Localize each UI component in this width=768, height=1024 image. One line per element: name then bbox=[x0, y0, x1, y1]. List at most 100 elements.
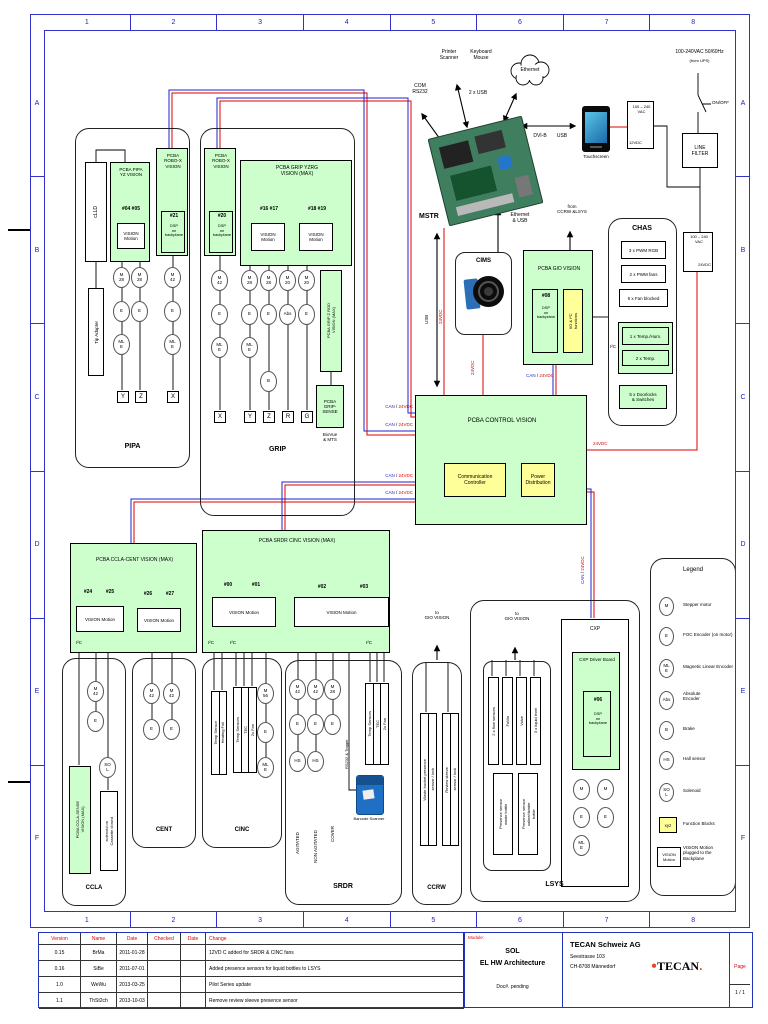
function-block-symbol: xyz bbox=[659, 817, 677, 833]
rev-cell bbox=[148, 961, 181, 977]
psu-output-label: 24VDC bbox=[698, 262, 711, 267]
can-bus-wires bbox=[130, 89, 592, 618]
cims-unit: CIMS bbox=[455, 252, 512, 335]
board-title: PCBA CONTROL VISION bbox=[467, 418, 537, 424]
board-title: PCBA CCLA-CENT VISION (MAX) bbox=[95, 557, 174, 563]
pcba-grip-yzrg-board: PCBA GRIP YZRG VISION (MAX) #16 #17 #18 … bbox=[240, 160, 352, 266]
axis-square: G bbox=[301, 411, 313, 423]
rev-cell bbox=[148, 945, 181, 961]
rev-cell: 2013-03-25 bbox=[117, 977, 148, 993]
wire-label-can-24vdc: CAN / 24VDC bbox=[385, 422, 413, 427]
legend-label: Absolute Encoder bbox=[683, 691, 701, 702]
vision-motion-box: VISION Motion bbox=[137, 608, 181, 632]
rev-header: Date bbox=[181, 933, 206, 945]
wire-label-can-24vdc: CAN / 24VDC bbox=[385, 404, 413, 409]
board-id: #24 bbox=[83, 589, 93, 595]
cxp-label: CXP bbox=[589, 626, 601, 632]
fold-mark bbox=[8, 229, 30, 231]
usb-label: USB bbox=[556, 133, 568, 139]
rev-cell: ThSt2ch bbox=[81, 993, 117, 1009]
module-name: SOL bbox=[505, 948, 520, 955]
column-label: 7 bbox=[562, 14, 650, 30]
legend-label: Magnetic Linear Encoder bbox=[683, 664, 734, 669]
encoder-circle: E bbox=[307, 714, 324, 735]
hall-sensor-circle: HS bbox=[307, 751, 324, 772]
cxp-driver-board: CXP Driver Board #06 DSP on backplane bbox=[572, 652, 620, 770]
doorlocks-box: 5 x Doorlocks & Switches bbox=[619, 385, 667, 409]
legend-label: FOC Encoder (on motor) bbox=[683, 632, 733, 637]
company-name: TECAN Schweiz AG bbox=[570, 940, 641, 949]
i2c-label: I²C bbox=[610, 344, 616, 349]
stepper-motor-circle: M 20 bbox=[279, 270, 296, 291]
rev-cell bbox=[148, 993, 181, 1009]
encoder-circle: E bbox=[143, 719, 160, 740]
stepper-motor-circle: M bbox=[573, 779, 590, 800]
pcba-grip-zrod-board: PCBA GRIP Z ROD VISION (MAX) bbox=[320, 270, 342, 372]
absolute-encoder-symbol: Abs bbox=[659, 691, 674, 710]
chas-unit: CHAS 3 x PWM RGB 2 x PWM fans 5 x Fan bl… bbox=[608, 218, 677, 426]
rev-header: Version bbox=[39, 933, 81, 945]
pwm-rgb-box: 3 x PWM RGB bbox=[621, 241, 666, 259]
board-id: #00 bbox=[223, 582, 233, 588]
company-address2: CH-8708 Männedorf bbox=[570, 964, 616, 970]
rev-cell: BrMa bbox=[81, 945, 117, 961]
stepper-motor-circle: M 20 bbox=[298, 270, 315, 291]
row-label: E bbox=[736, 617, 750, 765]
gio-can-label: CAN / 24VDC bbox=[526, 373, 554, 378]
communication-controller-box: Communication Controller bbox=[444, 463, 506, 497]
cent-label: CENT bbox=[155, 827, 173, 833]
biovue-label: BioVue & MTS bbox=[322, 432, 338, 443]
linear-encoder-circle: ML E bbox=[241, 337, 258, 358]
board-title: PCBA GRIP YZRG VISION (MAX) bbox=[275, 165, 319, 177]
module-box: Module: SOL EL HW Architecture Doc#. pen… bbox=[465, 932, 563, 1008]
stepper-motor-circle: M 42 bbox=[211, 270, 228, 291]
rev-cell bbox=[181, 977, 206, 993]
stepper-motor-circle: M 28 bbox=[260, 270, 277, 291]
absolute-encoder-circle: Abs bbox=[279, 304, 296, 325]
i2c-label: I²C bbox=[230, 640, 236, 645]
pcba-gio-vision-board: PCBA GIO VISION #08 DSP on backplane I/O… bbox=[523, 250, 593, 365]
linear-encoder-circle: ML E bbox=[257, 757, 274, 778]
module-label: Module: bbox=[468, 935, 485, 940]
psu-output-label: 12VDC bbox=[629, 140, 642, 145]
legend-label: Function Blocks bbox=[683, 821, 715, 826]
row-label: A bbox=[740, 99, 746, 107]
solenoid-symbol: SO L bbox=[659, 783, 674, 802]
row-label: A bbox=[34, 99, 40, 107]
encoder-circle: E bbox=[113, 301, 130, 322]
legend-panel: Legend M Stepper motor E FOC Encoder (on… bbox=[650, 558, 736, 896]
rev-cell: 2013-10-03 bbox=[117, 993, 148, 1009]
brake-symbol: B bbox=[659, 721, 674, 740]
rev-cell: 2011-07-01 bbox=[117, 961, 148, 977]
row-label: F bbox=[30, 764, 44, 912]
axis-square: Y bbox=[244, 411, 256, 423]
axis-square: X bbox=[214, 411, 226, 423]
column-label: 2 bbox=[129, 14, 217, 30]
cent-unit: CENT bbox=[132, 658, 196, 848]
stepper-motor-circle: M 42 bbox=[289, 679, 306, 700]
legend-label: Solenoid bbox=[683, 788, 701, 793]
ups-label: (from UPS) bbox=[689, 58, 710, 63]
fawa-box: FaWa bbox=[502, 677, 513, 765]
module-subtitle: EL HW Architecture bbox=[479, 960, 546, 967]
presence-sensor-waste-box: Presence sensor waste bottle bbox=[493, 773, 513, 855]
fan-blocked-box: 5 x Fan blocked bbox=[619, 289, 668, 307]
row-label: C bbox=[736, 323, 750, 470]
waste-bucket-sensor-box: Waste bucket presence sensor / lock bbox=[420, 713, 437, 846]
legend-label: Brake bbox=[683, 726, 695, 731]
legend-title: Legend bbox=[682, 567, 704, 573]
row-label: B bbox=[30, 176, 44, 323]
column-label: 3 bbox=[216, 912, 303, 928]
company-address1: Seestrasse 103 bbox=[570, 954, 605, 960]
dsp-label: DSP on backplane bbox=[588, 711, 608, 726]
board-ids: #04 #05 bbox=[121, 206, 141, 212]
from-ccrw-lsys-label: from CCRW &LSYS bbox=[557, 204, 587, 215]
hall-sensor-circle: HS bbox=[289, 751, 306, 772]
vision-motion-box: VISION Motion bbox=[117, 223, 145, 249]
encoder-circle: E bbox=[163, 719, 180, 740]
rev-cell bbox=[181, 993, 206, 1009]
